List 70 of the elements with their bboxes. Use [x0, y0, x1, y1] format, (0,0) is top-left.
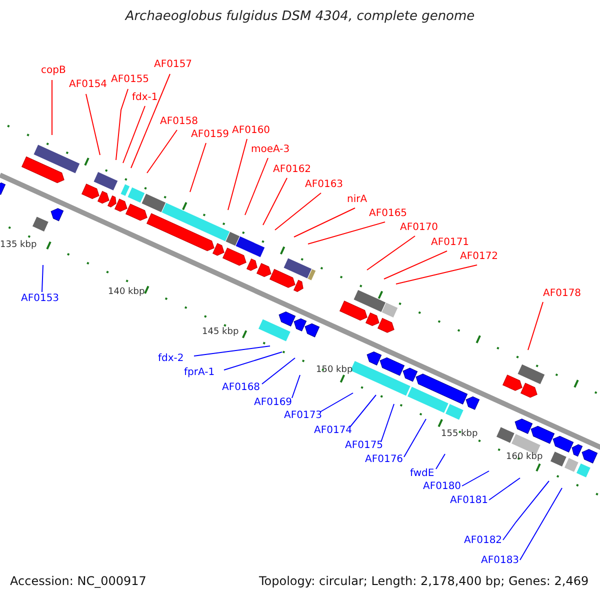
- gene-label: fdx-1: [132, 92, 158, 104]
- gene-label: AF0157: [154, 59, 192, 71]
- leader-line: [146, 130, 178, 174]
- leader-line: [190, 142, 206, 192]
- leader-line: [262, 358, 296, 384]
- leader-line: [520, 488, 562, 560]
- position-label: 135 kbp: [0, 239, 37, 251]
- gene-label: AF0176: [365, 454, 404, 466]
- leader-line: [224, 352, 282, 370]
- gene-label: AF0160: [232, 125, 270, 137]
- leader-line: [130, 74, 170, 168]
- leader-line: [396, 264, 478, 284]
- leader-line: [42, 264, 44, 292]
- gene-label: AF0181: [450, 495, 488, 507]
- gene-label: fprA-1: [184, 367, 215, 379]
- leader-line: [86, 94, 100, 156]
- leader-line: [274, 192, 322, 230]
- gene-label: AF0159: [191, 129, 230, 141]
- gene-label: AF0168: [222, 382, 260, 394]
- gene-label: AF0163: [305, 179, 344, 191]
- position-label: 160 kbp: [506, 451, 543, 463]
- gene-label: AF0183: [481, 555, 520, 567]
- gene-label: AF0158: [160, 116, 198, 128]
- gene-label: AF0154: [69, 79, 108, 91]
- title: Archaeoglobus fulgidus DSM 4304, complete genome: [124, 9, 476, 24]
- leader-line: [116, 88, 128, 160]
- leader-line: [320, 392, 354, 412]
- gene-label: AF0174: [314, 425, 352, 437]
- leader-line: [350, 394, 376, 428]
- leader-line: [380, 404, 394, 442]
- position-label: 140 kbp: [108, 286, 145, 298]
- leader-line: [262, 178, 288, 226]
- gene-label: AF0173: [284, 410, 322, 422]
- gene-label: nirA: [347, 194, 368, 206]
- gene-label: AF0170: [400, 222, 438, 234]
- leader-line: [308, 222, 386, 244]
- gene-label: AF0175: [345, 440, 384, 452]
- leader-line: [502, 480, 550, 540]
- genome-info-text: Topology: circular; Length: 2,178,400 bp; Genes: 2,469: [259, 575, 589, 587]
- accession-text: Accession: NC_000917: [10, 575, 146, 587]
- position-label: 150 kbp: [316, 364, 353, 376]
- gene-label: fdx-2: [158, 353, 184, 365]
- leader-line: [462, 470, 490, 486]
- leader-line: [404, 418, 426, 458]
- position-label: 145 kbp: [202, 326, 239, 338]
- leader-line: [366, 236, 416, 270]
- gene-label: AF0180: [423, 481, 462, 493]
- leader-line: [244, 158, 268, 216]
- leader-line: [292, 374, 300, 398]
- gene-label: moeA-3: [251, 144, 290, 156]
- leader-line: [122, 106, 146, 164]
- gene-label: AF0162: [273, 164, 312, 176]
- gene-label: AF0165: [369, 208, 408, 220]
- leader-line: [228, 138, 248, 210]
- leader-line: [384, 250, 448, 280]
- gene-label: AF0178: [543, 288, 582, 300]
- leader-line: [194, 346, 270, 356]
- gene-label: AF0172: [460, 251, 498, 263]
- gene-label: copB: [41, 65, 66, 77]
- leader-line: [528, 302, 544, 350]
- leader-line: [436, 454, 446, 470]
- gene-label: AF0153: [21, 293, 60, 305]
- position-label: 155 kbp: [441, 428, 478, 440]
- gene-label: AF0155: [111, 74, 150, 86]
- leader-line: [294, 208, 356, 238]
- gene-label: AF0182: [464, 535, 502, 547]
- gene-label: AF0171: [431, 237, 470, 249]
- gene-label: fwdE: [410, 468, 434, 480]
- gene-label: AF0169: [254, 397, 292, 409]
- leader-line: [488, 478, 520, 500]
